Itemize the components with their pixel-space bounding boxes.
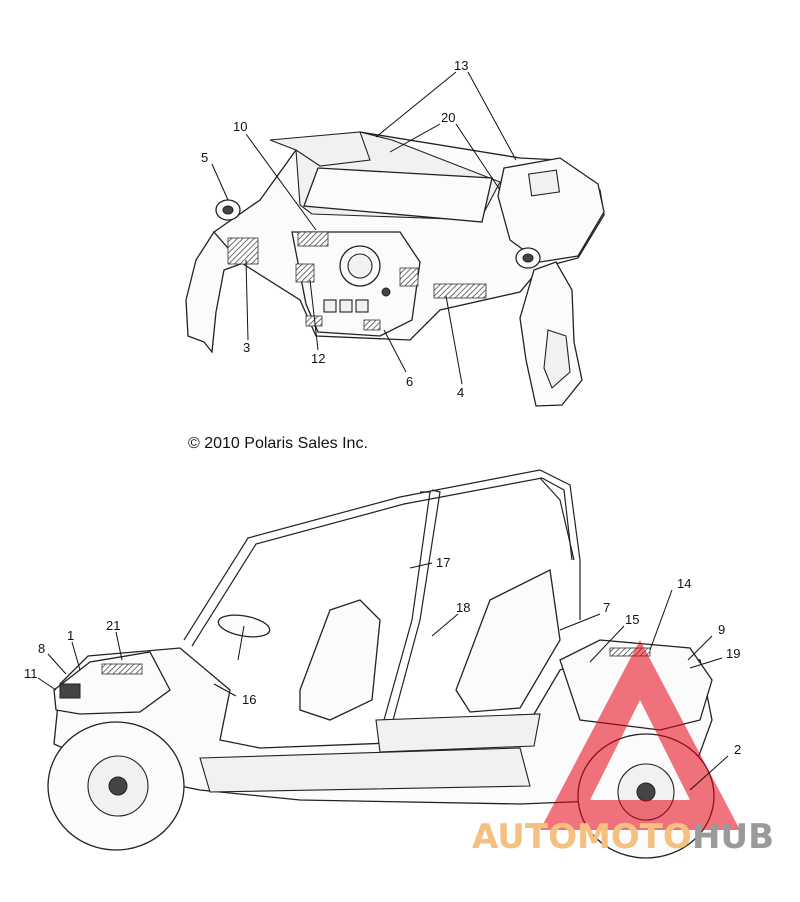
callout-4: 4 [457,385,464,400]
watermark-text-2: HUB [692,817,774,857]
callout-15: 15 [625,612,639,627]
watermark-text-1: AUTOMOTO [472,817,692,857]
callout-2: 2 [734,742,741,757]
copyright-notice: © 2010 Polaris Sales Inc. [188,435,368,452]
dash-hood-assembly [185,131,605,407]
callout-8: 8 [38,641,45,656]
callout-10: 10 [233,119,247,134]
callout-numbers: 13 10 20 5 3 12 6 4 17 18 7 14 15 9 19 8… [24,58,741,757]
callout-1: 1 [67,628,74,643]
triangle-logo-icon [540,640,740,830]
callout-5: 5 [201,150,208,165]
callout-6: 6 [406,374,413,389]
callout-18: 18 [456,600,470,615]
callout-21: 21 [106,618,120,633]
callout-16: 16 [242,692,256,707]
vehicle-side-view [47,469,715,859]
callout-11: 11 [24,666,38,681]
callout-20: 20 [441,110,455,125]
leader-lines [37,71,729,791]
callout-3: 3 [243,340,250,355]
callout-13: 13 [454,58,468,73]
callout-17: 17 [436,555,450,570]
callout-9: 9 [718,622,725,637]
automotohub-watermark: AUTOMOTO HUB [472,640,774,857]
callout-14: 14 [677,576,691,591]
callout-7: 7 [603,600,610,615]
callout-12: 12 [311,351,325,366]
callout-19: 19 [726,646,740,661]
